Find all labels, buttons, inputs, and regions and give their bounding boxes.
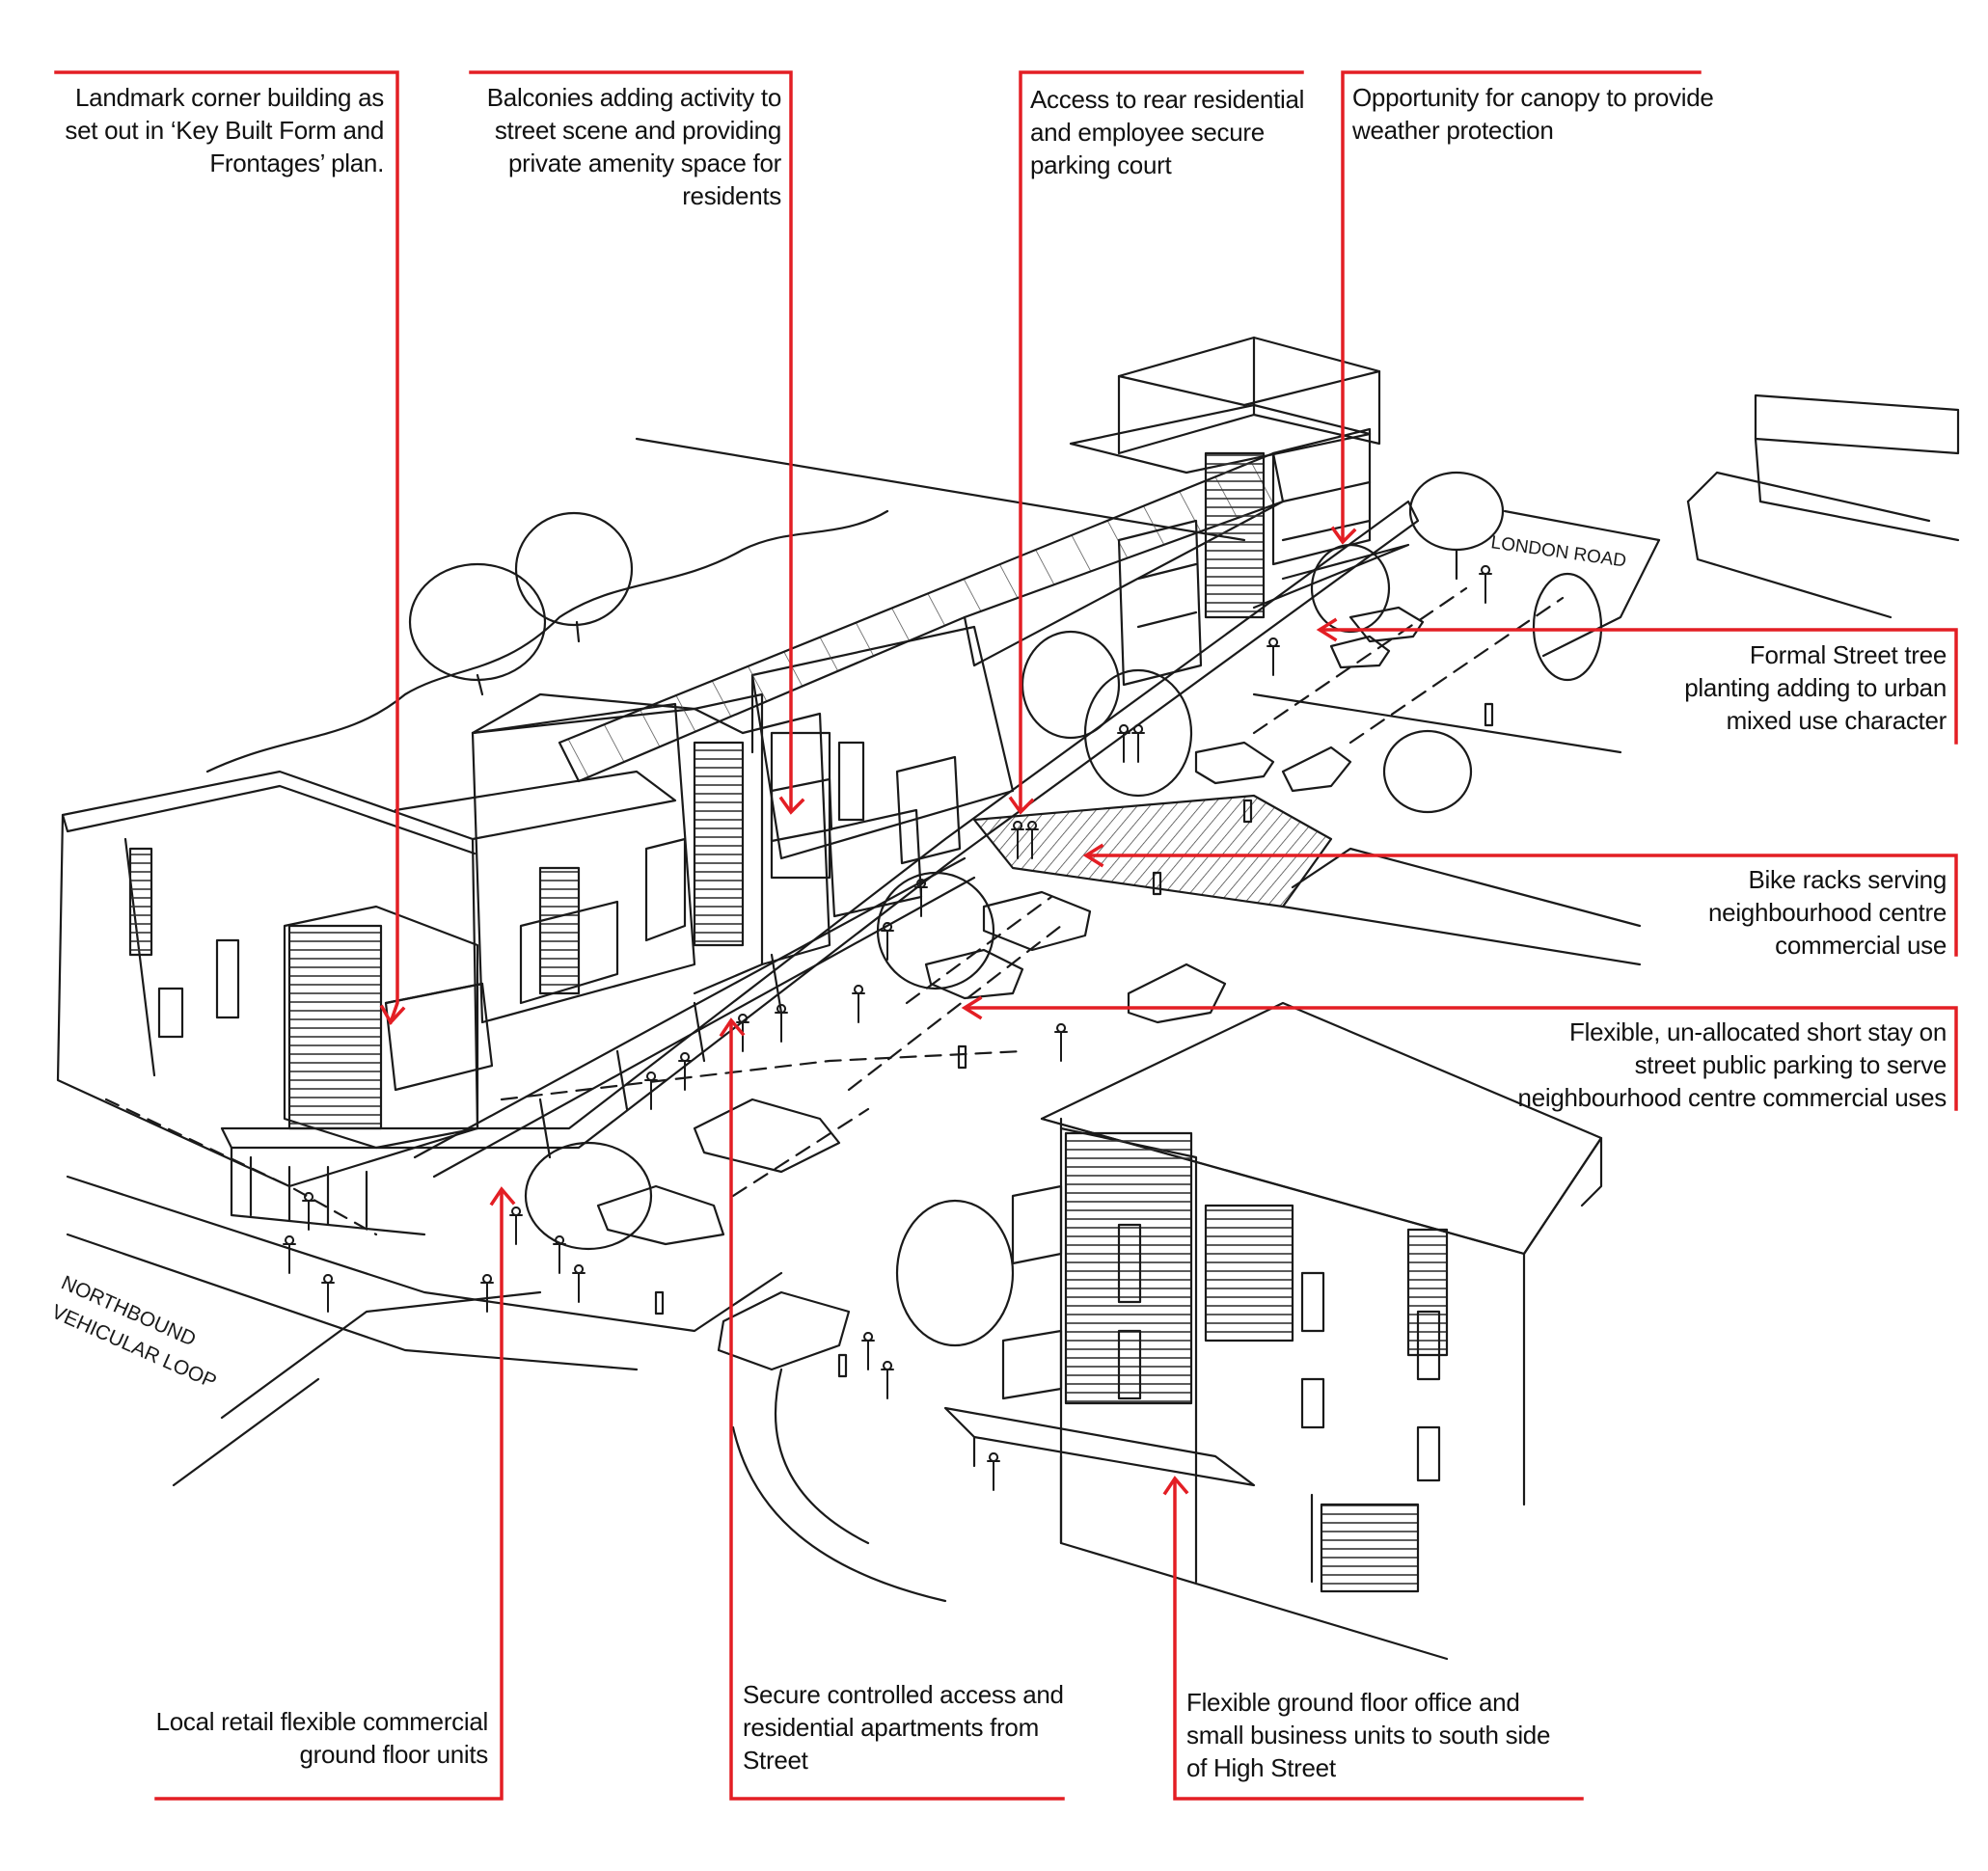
kerb-line — [66, 1175, 783, 1333]
leader-balconies — [469, 70, 793, 812]
leader-local-retail — [154, 1189, 504, 1801]
street-tree — [1310, 543, 1391, 634]
leader-bike-racks — [1086, 854, 1958, 957]
rear-tower-roof — [1117, 336, 1381, 407]
road-curve — [731, 1425, 947, 1603]
street-tree — [876, 871, 995, 990]
street-tree — [1532, 572, 1603, 682]
street-tree — [1382, 729, 1473, 814]
annotation-access-rear: Access to rear residential and employee … — [1030, 85, 1305, 179]
annotation-landmark: Landmark corner building as set out in ‘… — [65, 83, 384, 177]
leader-secure-access — [729, 1020, 1065, 1801]
sketch-linework — [56, 336, 1960, 1661]
background-hedge-line — [205, 509, 889, 773]
annotation-balconies: Balconies adding activity to street scen… — [486, 83, 782, 210]
annotation-street-tree: Formal Street tree planting adding to ur… — [1684, 640, 1947, 735]
annotation-leader-lines — [54, 70, 1958, 1801]
street-tree — [524, 1141, 653, 1251]
distant-terrace — [1754, 393, 1960, 455]
annotation-canopy: Opportunity for canopy to provide weathe… — [1352, 83, 1714, 145]
parked-cars — [596, 606, 1425, 1371]
annotation-local-retail: Local retail flexible commercial ground … — [155, 1707, 489, 1769]
annotation-short-stay: Flexible, un-allocated short stay on str… — [1517, 1017, 1947, 1112]
street-tree — [1083, 668, 1193, 798]
background-tree — [408, 562, 547, 682]
people-figures — [283, 565, 1492, 1491]
street-tree — [895, 1199, 1015, 1347]
annotation-secure-access: Secure controlled access and residential… — [743, 1680, 1064, 1775]
mid-terrace-block — [471, 702, 696, 1024]
street-tree — [1021, 630, 1121, 740]
leader-street-tree — [1320, 628, 1958, 745]
south-block-canopy — [943, 1406, 1256, 1487]
annotation-ground-office: Flexible ground floor office and small b… — [1186, 1688, 1551, 1782]
leader-landmark — [54, 70, 399, 1025]
arrowhead — [379, 1004, 406, 1025]
leader-short-stay — [965, 1006, 1958, 1111]
leader-ground-office — [1173, 1478, 1584, 1801]
leader-canopy — [1341, 70, 1702, 542]
street-tree — [1408, 471, 1505, 552]
london-road-label: LONDON ROAD — [1489, 532, 1627, 571]
annotation-bike-racks: Bike racks serving neighbourhood centre … — [1708, 865, 1947, 960]
leader-access-rear — [1019, 70, 1304, 812]
london-road-edge — [1541, 538, 1661, 658]
hatched-plaza — [972, 794, 1333, 908]
background-tree — [514, 511, 634, 627]
